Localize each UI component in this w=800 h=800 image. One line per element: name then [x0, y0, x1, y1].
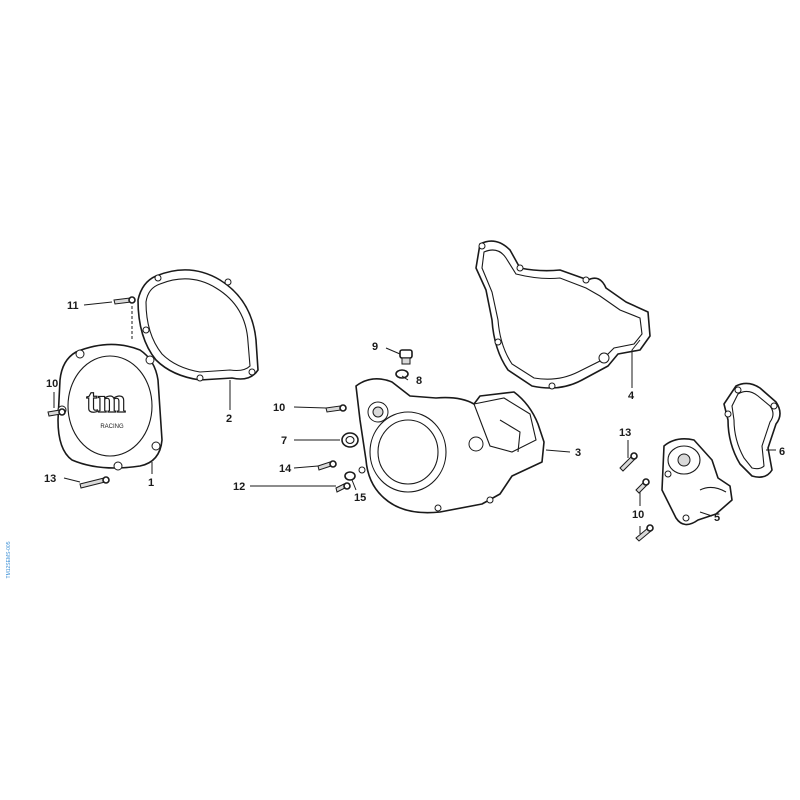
- part-6-water-pump-gasket: [723, 382, 781, 478]
- callout-10-right: 10: [632, 509, 644, 521]
- bolt-10-right-top: [635, 478, 650, 494]
- bolt-13-left: [79, 476, 110, 489]
- bolt-13-right: [619, 452, 638, 472]
- part-8-washer: [395, 369, 409, 379]
- leader-lines: [53, 301, 776, 534]
- callout-6: 6: [779, 446, 785, 458]
- callout-11: 11: [67, 300, 79, 312]
- callout-8: 8: [416, 375, 422, 387]
- callout-2: 2: [226, 413, 232, 425]
- callout-1: 1: [148, 477, 154, 489]
- bolts: [47, 296, 654, 542]
- callout-15: 15: [354, 492, 366, 504]
- part-3-side-cover: [355, 378, 545, 514]
- side-reference-code: TM12SEMS-005: [6, 541, 12, 578]
- part-4-crankcase-gasket: [475, 240, 651, 390]
- callout-9: 9: [372, 341, 378, 353]
- callout-3: 3: [575, 447, 581, 459]
- callout-7: 7: [281, 435, 287, 447]
- cover-logo-sub: RACING: [100, 424, 124, 430]
- callout-labels: 11 10 13 1 2 9 8 10 7 14 12 15 3 4 13 10…: [44, 300, 785, 524]
- callout-13-left: 13: [44, 473, 56, 485]
- part-5-water-pump-cover: [661, 438, 733, 526]
- callout-14: 14: [279, 463, 292, 475]
- bolt-10-left: [47, 408, 66, 417]
- part-7-seal: [341, 432, 359, 448]
- bolt-10-center: [325, 404, 347, 413]
- callout-10-left: 10: [46, 378, 58, 390]
- bolt-10-right-bottom: [635, 524, 654, 542]
- bolt-14: [317, 460, 337, 471]
- callout-10-center: 10: [273, 402, 285, 414]
- bolt-12: [335, 482, 351, 493]
- cover-logo-brand: tm: [86, 383, 126, 420]
- callout-5: 5: [714, 512, 720, 524]
- callout-4: 4: [628, 390, 635, 402]
- callout-13-right: 13: [619, 427, 631, 439]
- part-1-clutch-cover: tm RACING: [57, 343, 163, 471]
- part-2-clutch-gasket: [137, 269, 259, 382]
- callout-12: 12: [233, 481, 245, 493]
- part-9-plug-screw: [399, 349, 413, 365]
- bolt-11: [113, 296, 136, 305]
- part-15-washer: [344, 471, 356, 481]
